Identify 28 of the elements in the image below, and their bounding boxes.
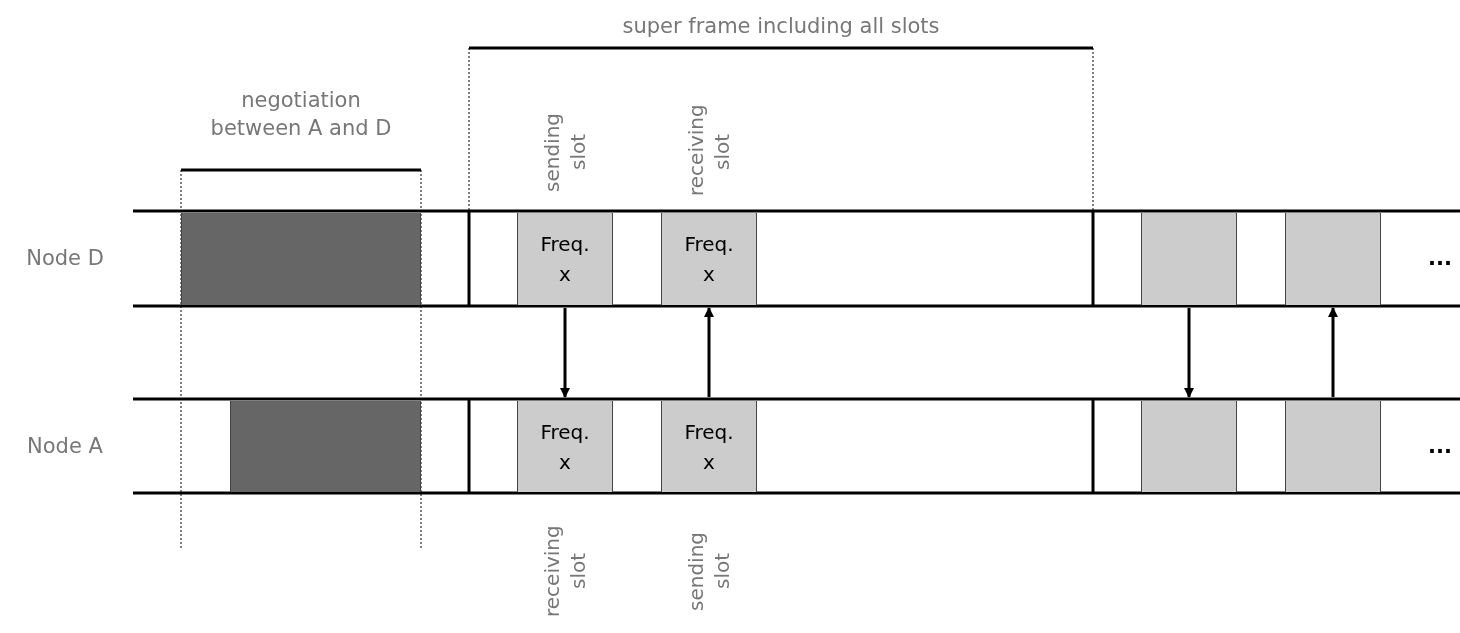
slot-label: sending slot — [539, 111, 591, 194]
arrow — [560, 308, 570, 398]
frequency-label: Freq. x — [683, 418, 735, 476]
time-slot — [661, 401, 757, 492]
slot-label: receiving slot — [683, 108, 735, 196]
time-slot — [661, 213, 757, 305]
slot-label: receiving slot — [539, 524, 591, 619]
arrow — [1184, 308, 1194, 398]
slot-block — [1285, 213, 1381, 305]
row-label: Node D — [25, 245, 105, 272]
frequency-label: Freq. x — [539, 418, 591, 476]
slot-block — [1285, 401, 1381, 492]
slot-label: sending slot — [683, 530, 735, 613]
arrow — [704, 307, 714, 397]
row-label: Node A — [26, 433, 104, 460]
slot-block — [181, 213, 421, 305]
frequency-label: Freq. x — [539, 231, 591, 288]
slot-block — [1141, 213, 1237, 305]
time-slot — [517, 213, 613, 305]
continuation-mark: ... — [1427, 245, 1453, 272]
bracket-label: negotiation between A and D — [209, 87, 393, 143]
slot-block — [230, 401, 421, 492]
bracket-label: super frame including all slots — [621, 13, 941, 40]
time-slot — [517, 401, 613, 492]
arrow — [1328, 307, 1338, 397]
frequency-label: Freq. x — [683, 231, 735, 288]
slot-block — [1141, 401, 1237, 492]
continuation-mark: ... — [1427, 433, 1453, 460]
